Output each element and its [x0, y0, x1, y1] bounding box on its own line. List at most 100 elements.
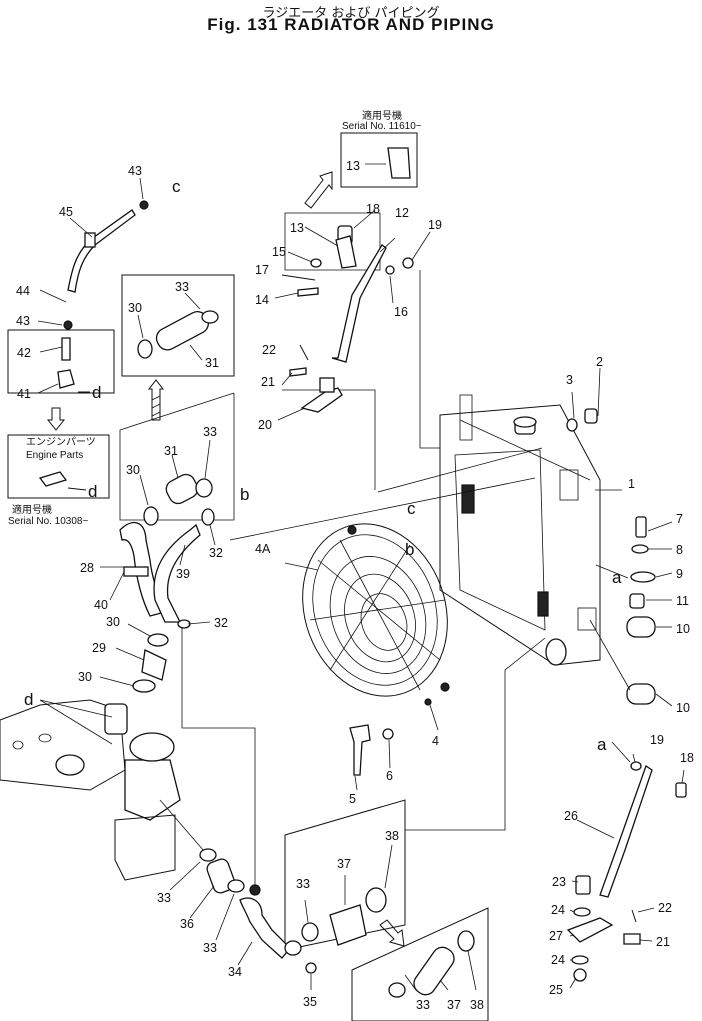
engine-fitting — [38, 471, 68, 487]
tube-42 — [61, 337, 71, 361]
part-label-13-inset: 13 — [346, 159, 360, 173]
serial-note-top: Serial No. 11610~ — [342, 121, 422, 132]
leader-line-stay — [419, 270, 440, 449]
part-label-39: 39 — [176, 567, 190, 581]
part-label-27: 27 — [549, 929, 563, 943]
bracket-13-new — [387, 147, 411, 179]
ref-letter-c-tube: c — [172, 177, 181, 196]
washer-15 — [310, 258, 322, 268]
part-label-43b: 43 — [16, 314, 30, 328]
clamp-33b — [195, 478, 213, 498]
hose-31b — [165, 473, 199, 505]
bolt-21b — [623, 933, 641, 945]
part-label-36: 36 — [180, 917, 194, 931]
ref-letter-a-radiator: a — [612, 568, 622, 587]
washer-16 — [385, 265, 395, 275]
inset-box-hose-lower — [284, 799, 406, 951]
part-label-25: 25 — [549, 983, 563, 997]
cushion-10a — [626, 616, 656, 638]
cap-43b — [63, 320, 73, 330]
part-label-45: 45 — [59, 205, 73, 219]
washer-24a — [573, 907, 591, 917]
part-label-30d: 30 — [78, 670, 92, 684]
nut-25 — [573, 968, 587, 982]
part-label-33f: 33 — [416, 998, 430, 1012]
part-label-14: 14 — [255, 293, 269, 307]
ref-letter-a-stay: a — [597, 735, 607, 754]
serial-note-jp-left: 適用号機 — [12, 505, 52, 516]
pin-22b — [631, 909, 637, 923]
serial-note-jp-top: 適用号機 — [362, 111, 402, 122]
part-label-42: 42 — [17, 346, 31, 360]
part-label-43a: 43 — [128, 164, 142, 178]
part-label-18b: 18 — [680, 751, 694, 765]
part-label-16: 16 — [394, 305, 408, 319]
label-leaders — [37, 163, 685, 991]
clamp-33e — [301, 922, 319, 942]
part-label-30b: 30 — [126, 463, 140, 477]
part-label-28: 28 — [80, 561, 94, 575]
clamp-32a — [201, 508, 215, 526]
part-label-21b: 21 — [656, 935, 670, 949]
part-label-19b: 19 — [650, 733, 664, 747]
hatched-arrow-up-icon — [147, 379, 165, 421]
part-label-8: 8 — [676, 543, 683, 557]
part-label-9: 9 — [676, 567, 683, 581]
part-label-18: 18 — [366, 202, 380, 216]
part-label-33c: 33 — [157, 891, 171, 905]
clamp-30d — [143, 506, 159, 526]
part-label-4a: 4A — [255, 542, 271, 556]
elbow-29 — [141, 649, 167, 681]
washer-19 — [402, 257, 414, 269]
part-label-23: 23 — [552, 875, 566, 889]
ref-letter-d-engine-parts: d — [88, 482, 97, 501]
bracket-27 — [566, 917, 614, 943]
washer-6 — [382, 728, 394, 740]
washer-8 — [631, 544, 649, 554]
part-label-24a: 24 — [551, 903, 565, 917]
leader-line-hose — [181, 625, 256, 890]
part-label-22b: 22 — [658, 901, 672, 915]
part-label-11: 11 — [676, 594, 689, 608]
part-label-4: 4 — [432, 734, 439, 748]
breather-tube-44 — [67, 209, 136, 293]
clip-45 — [84, 232, 96, 248]
bracket-20-flange — [319, 377, 335, 393]
engine-block — [0, 699, 211, 881]
part-label-24b: 24 — [551, 953, 565, 967]
part-label-37: 37 — [337, 857, 351, 871]
leader-line-b — [229, 477, 536, 541]
reference-letters: a a b b c c d d d — [24, 177, 622, 754]
washer-19b — [630, 761, 642, 771]
part-label-10a: 10 — [676, 622, 690, 636]
part-label-37b: 37 — [447, 998, 461, 1012]
part-label-17: 17 — [255, 263, 269, 277]
fitting-41 — [57, 369, 75, 389]
part-label-12: 12 — [395, 206, 409, 220]
inset-box-bracket-13 — [284, 212, 381, 271]
bolt-7 — [635, 516, 647, 538]
part-label-34: 34 — [228, 965, 242, 979]
part-label-10b: 10 — [676, 701, 690, 715]
part-label-29: 29 — [92, 641, 106, 655]
connector-34 — [249, 884, 261, 896]
part-label-22: 22 — [262, 343, 276, 357]
inset-box-serial-11610 — [340, 132, 418, 188]
bolt-18b — [675, 782, 687, 798]
figure-title: Fig. 131 RADIATOR AND PIPING — [207, 15, 495, 34]
clamp-30a — [147, 633, 169, 647]
cap-2 — [584, 408, 598, 424]
hose-37 — [329, 904, 367, 946]
ref-letter-b-radiator: b — [405, 540, 414, 559]
engine-parts-jp: エンジンパーツ — [26, 437, 96, 448]
inset-box-hose-bottom — [351, 907, 489, 1021]
part-label-31a: 31 — [205, 356, 219, 370]
part-label-35: 35 — [303, 995, 317, 1009]
part-label-44: 44 — [16, 284, 30, 298]
hatched-arrow-diagonal-icon — [304, 171, 333, 209]
part-label-2: 2 — [596, 355, 603, 369]
inset-box-hose-upper — [119, 392, 235, 521]
clamp-33f — [388, 982, 406, 998]
part-label-3: 3 — [566, 373, 573, 387]
